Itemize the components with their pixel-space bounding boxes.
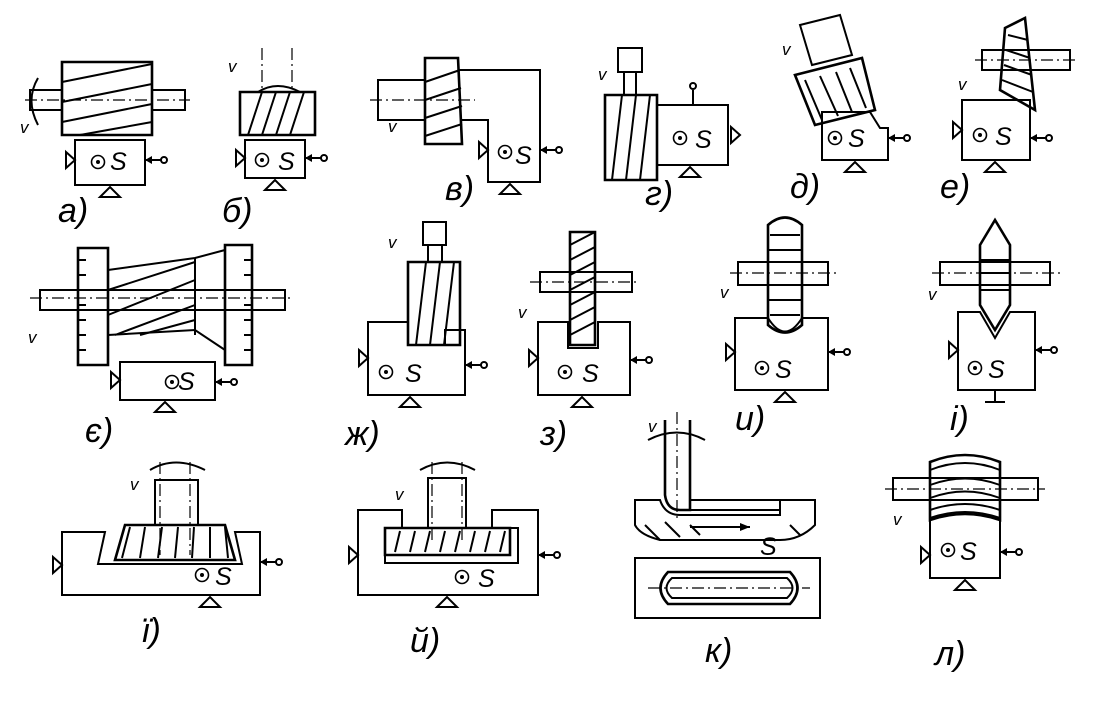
label-z: з) [539, 415, 567, 453]
scheme-l: S v л) [885, 453, 1045, 673]
speed-label: v [928, 285, 938, 304]
feed-label: S [278, 148, 295, 176]
scheme-z: S v з) [518, 230, 653, 453]
label-zh: ж) [343, 415, 380, 453]
feed-label: S [515, 142, 532, 170]
feed-label: S [582, 360, 599, 388]
speed-label: v [388, 117, 398, 136]
scheme-v: S v в) [370, 56, 563, 208]
speed-label: v [228, 57, 238, 76]
speed-label: v [720, 283, 730, 302]
label-l: л) [933, 635, 966, 673]
label-i: и) [735, 400, 765, 438]
scheme-a: S v а) [20, 60, 190, 230]
label-d: д) [790, 168, 820, 206]
feed-label: S [110, 148, 127, 176]
label-g: г) [645, 175, 673, 213]
scheme-i: S v и) [720, 216, 851, 438]
label-v: в) [445, 170, 474, 208]
label-yy: й) [410, 622, 440, 660]
feed-label: S [848, 125, 865, 153]
feed-label: S [478, 565, 495, 593]
feed-label: S [760, 533, 777, 561]
speed-label: v [782, 40, 792, 59]
speed-label: v [388, 233, 398, 252]
speed-label: v [130, 475, 140, 494]
scheme-ye: S v є) [28, 243, 290, 450]
scheme-b: S v б) [222, 48, 328, 230]
speed-label: v [958, 75, 968, 94]
scheme-e: S v е) [940, 16, 1078, 206]
speed-label: v [518, 303, 528, 322]
speed-label: v [20, 118, 30, 137]
feed-label: S [215, 563, 232, 591]
feed-label: S [995, 123, 1012, 151]
speed-label: v [28, 328, 38, 347]
scheme-zh: S v ж) [343, 221, 488, 453]
speed-label: v [648, 417, 658, 436]
label-a: а) [58, 192, 88, 230]
scheme-yi: S v ї) [52, 461, 283, 650]
scheme-ii: S v і) [928, 217, 1060, 438]
label-e: е) [940, 168, 970, 206]
speed-label: v [395, 485, 405, 504]
feed-label: S [960, 538, 977, 566]
label-k: к) [705, 632, 732, 670]
feed-label: S [775, 356, 792, 384]
feed-label: S [405, 360, 422, 388]
scheme-d: S v д) [782, 13, 911, 206]
speed-label: v [893, 510, 903, 529]
speed-label: v [598, 65, 608, 84]
scheme-yy: S v й) [348, 461, 561, 660]
feed-label: S [178, 368, 195, 396]
label-ii: і) [950, 400, 969, 438]
label-b: б) [222, 192, 252, 230]
scheme-g: S v г) [598, 47, 741, 213]
feed-label: S [695, 126, 712, 154]
scheme-k: S v к) [634, 412, 821, 670]
label-ye: є) [85, 412, 113, 450]
label-yi: ї) [142, 612, 161, 650]
feed-label: S [988, 356, 1005, 384]
